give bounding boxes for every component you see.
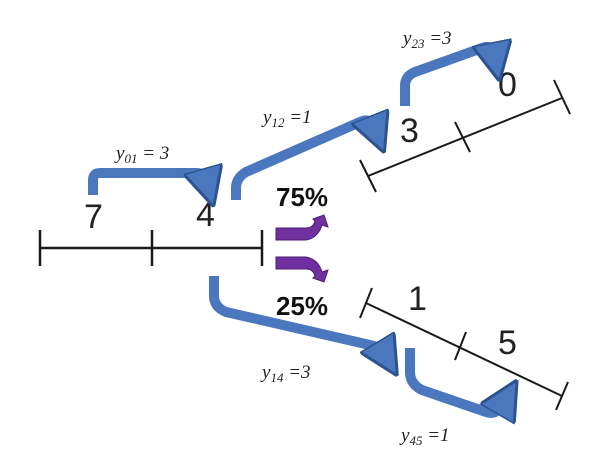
value-1: 1	[408, 280, 427, 318]
label-y14: y14 =3	[260, 362, 311, 385]
transition-arrows	[88, 47, 503, 413]
bottom-branch-percent: 25%	[276, 291, 328, 321]
arrow-y12-icon	[231, 120, 374, 200]
main-line	[38, 230, 264, 266]
lower-branch-line	[359, 287, 569, 411]
arrow-y14-icon	[209, 276, 383, 352]
arrow-y01-icon	[88, 173, 206, 195]
value-7: 7	[84, 198, 103, 236]
top-branch-percent: 75%	[276, 182, 328, 212]
label-y23: y23 =3	[401, 28, 452, 51]
value-5: 5	[498, 324, 517, 362]
value-4: 4	[196, 196, 215, 234]
label-y45: y45 =1	[399, 425, 450, 448]
value-3: 3	[400, 112, 419, 150]
value-0: 0	[498, 66, 517, 104]
split-arrow-icon	[275, 214, 329, 283]
upper-branch-line	[359, 79, 571, 193]
arrow-y45-icon	[405, 348, 503, 413]
label-y12: y12 =1	[261, 107, 312, 130]
arrow-y23-icon	[400, 47, 494, 106]
label-y01: y01 = 3	[114, 143, 169, 166]
